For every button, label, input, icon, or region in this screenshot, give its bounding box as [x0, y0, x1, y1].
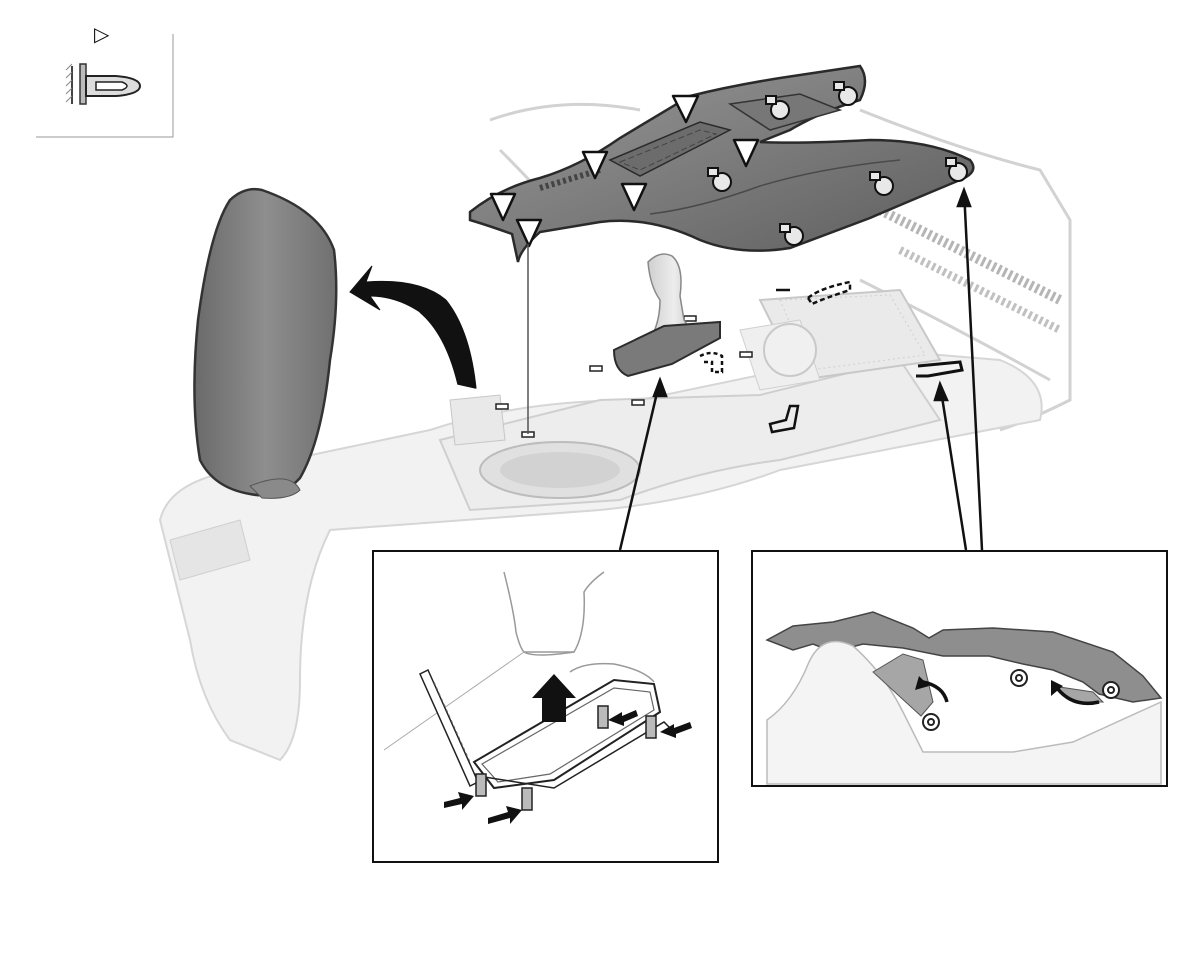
push-clip-icon — [65, 63, 142, 105]
center-console-body — [158, 280, 1043, 762]
push-clip-icon — [779, 223, 804, 246]
triangle-marker-icon — [671, 94, 700, 124]
panel-hook-detail — [751, 550, 1168, 787]
triangle-marker-icon — [489, 192, 517, 222]
gear-selector — [612, 253, 721, 378]
detail-leader-lines — [618, 186, 984, 551]
armrest-lid — [193, 187, 338, 499]
push-clip-icon — [707, 167, 732, 192]
triangle-marker-icon — [732, 138, 760, 168]
upper-console-panel — [468, 64, 975, 263]
push-clip-icon — [765, 95, 790, 120]
push-clip-icon — [869, 171, 894, 196]
release-arrow-icon — [383, 571, 692, 824]
triangle-marker-icon — [620, 182, 648, 212]
triangle-markers — [489, 94, 760, 248]
push-clip-icon — [945, 157, 968, 182]
triangle-marker-icon — [515, 218, 543, 248]
legend-frame — [36, 34, 174, 138]
push-clip-icon — [833, 81, 858, 106]
hook-clip-icon — [765, 611, 1163, 785]
triangle-marker-icon — [581, 150, 609, 180]
symbol-legend: ▷ — [0, 0, 180, 140]
hook-outline-markers — [699, 280, 964, 434]
lift-direction-arrow-icon — [349, 265, 477, 389]
triangle-marker-icon: ▷ — [94, 22, 110, 46]
panel-clip-markers — [707, 81, 968, 246]
gear-boot-release-detail — [372, 550, 719, 863]
